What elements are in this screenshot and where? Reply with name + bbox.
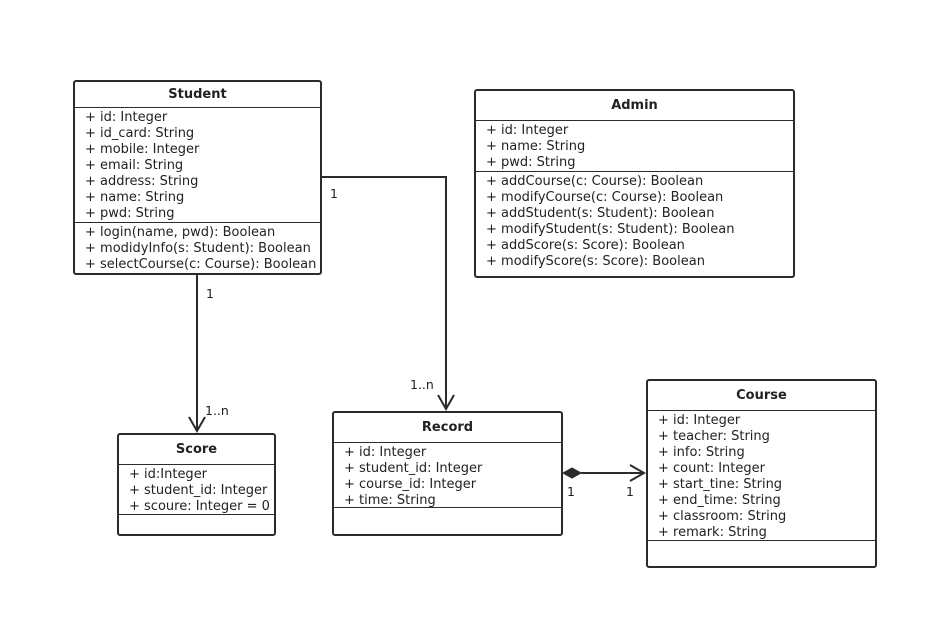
course-class[interactable]: Course + id: Integer+ teacher: String+ i… <box>646 379 877 568</box>
arrowhead-student-record <box>437 394 455 412</box>
student-attribute: + id: Integer <box>85 110 168 125</box>
arrowhead-student-score <box>188 416 206 434</box>
score-attribute: + student_id: Integer <box>129 483 268 498</box>
multiplicity-student-score-source: 1 <box>206 286 214 301</box>
admin-operation: + addStudent(s: Student): Boolean <box>486 206 715 221</box>
student-attribute: + address: String <box>85 174 199 189</box>
multiplicity-student-score-target: 1..n <box>205 403 229 418</box>
admin-class[interactable]: Admin + id: Integer+ name: String+ pwd: … <box>474 89 795 278</box>
student-class[interactable]: Student + id: Integer+ id_card: String+ … <box>73 80 322 275</box>
multiplicity-student-record-source: 1 <box>330 186 338 201</box>
admin-attribute: + id: Integer <box>486 123 569 138</box>
course-operations <box>648 541 875 566</box>
admin-operation: + modifyScore(s: Score): Boolean <box>486 254 705 269</box>
admin-operations: + addCourse(c: Course): Boolean+ modifyC… <box>476 172 793 276</box>
record-class-name: Record <box>334 413 561 443</box>
multiplicity-record-course-source: 1 <box>567 484 575 499</box>
multiplicity-student-record-target: 1..n <box>410 377 434 392</box>
admin-operation: + modifyStudent(s: Student): Boolean <box>486 222 735 237</box>
student-attribute: + pwd: String <box>85 206 175 221</box>
course-attribute: + classroom: String <box>658 509 787 524</box>
admin-attribute: + name: String <box>486 139 586 154</box>
record-attribute: + student_id: Integer <box>344 461 483 476</box>
course-attribute: + teacher: String <box>658 429 770 444</box>
arrowhead-record-course <box>629 464 647 482</box>
admin-operation: + addScore(s: Score): Boolean <box>486 238 685 253</box>
course-attribute: + count: Integer <box>658 461 765 476</box>
student-attribute: + name: String <box>85 190 185 205</box>
admin-attribute: + pwd: String <box>486 155 576 170</box>
record-attribute: + course_id: Integer <box>344 477 477 492</box>
score-attribute: + scoure: Integer = 0 <box>129 499 270 514</box>
association-student-record <box>322 176 447 409</box>
course-attribute: + remark: String <box>658 525 767 540</box>
admin-class-name: Admin <box>476 91 793 121</box>
student-operation: + modidyInfo(s: Student): Boolean <box>85 241 311 256</box>
course-attribute: + start_tine: String <box>658 477 783 492</box>
student-attributes: + id: Integer+ id_card: String+ mobile: … <box>75 108 320 223</box>
admin-operation: + modifyCourse(c: Course): Boolean <box>486 190 724 205</box>
course-attributes: + id: Integer+ teacher: String+ info: St… <box>648 411 875 541</box>
student-attribute: + email: String <box>85 158 184 173</box>
score-class-name: Score <box>119 435 274 465</box>
record-attribute: + id: Integer <box>344 445 427 460</box>
admin-operation: + addCourse(c: Course): Boolean <box>486 174 704 189</box>
student-operation: + selectCourse(c: Course): Boolean <box>85 257 317 272</box>
course-class-name: Course <box>648 381 875 411</box>
student-attribute: + mobile: Integer <box>85 142 200 157</box>
student-operation: + login(name, pwd): Boolean <box>85 225 276 240</box>
record-operations <box>334 508 561 534</box>
score-attribute: + id:Integer <box>129 467 208 482</box>
record-attributes: + id: Integer+ student_id: Integer+ cour… <box>334 443 561 508</box>
multiplicity-record-course-target: 1 <box>626 484 634 499</box>
composition-diamond <box>561 467 583 479</box>
score-attributes: + id:Integer+ student_id: Integer+ scour… <box>119 465 274 515</box>
record-attribute: + time: String <box>344 493 436 508</box>
score-operations <box>119 515 274 534</box>
course-attribute: + end_time: String <box>658 493 781 508</box>
student-attribute: + id_card: String <box>85 126 195 141</box>
course-attribute: + info: String <box>658 445 745 460</box>
course-attribute: + id: Integer <box>658 413 741 428</box>
admin-attributes: + id: Integer+ name: String+ pwd: String <box>476 121 793 172</box>
score-class[interactable]: Score + id:Integer+ student_id: Integer+… <box>117 433 276 536</box>
student-class-name: Student <box>75 82 320 108</box>
record-class[interactable]: Record + id: Integer+ student_id: Intege… <box>332 411 563 536</box>
student-operations: + login(name, pwd): Boolean+ modidyInfo(… <box>75 223 320 273</box>
